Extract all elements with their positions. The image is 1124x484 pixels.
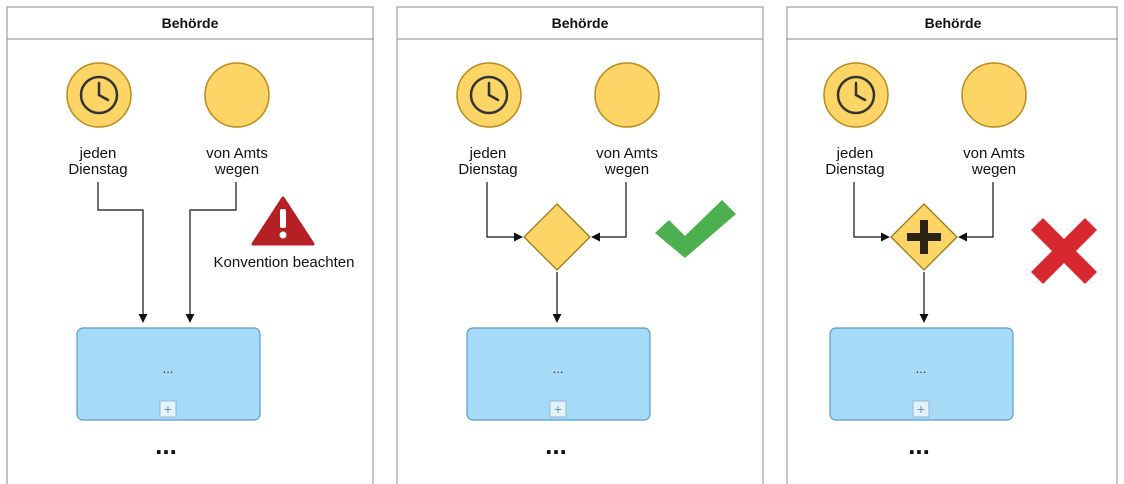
subprocess-task-3[interactable]: ... + (829, 327, 1014, 421)
sequence-flow-timer-to-task[interactable] (97, 182, 148, 323)
plus-icon (907, 220, 941, 254)
panel-1: Behörde jeden Dienstag von Amts wegen Ko… (6, 6, 374, 484)
start-event-label-line-2: wegen (214, 161, 259, 178)
continuation-ellipsis: ... (155, 430, 177, 460)
check-icon (655, 200, 736, 258)
task-label: ... (163, 361, 174, 376)
panel-3: Behörde jeden Dienstag von Amts wegen (786, 6, 1118, 484)
convention-note: Konvention beachten (214, 254, 355, 271)
sequence-flow-start-to-task[interactable] (185, 182, 237, 323)
timer-event-label-line-2: Dienstag (68, 161, 127, 178)
clock-icon (79, 75, 119, 115)
expand-plus-icon: + (917, 401, 925, 417)
start-event-label-line-1: von Amts (963, 145, 1025, 162)
timer-event-label-line-2: Dienstag (458, 161, 517, 178)
continuation-ellipsis: ... (545, 430, 567, 460)
expand-plus-icon: + (554, 401, 562, 417)
clock-icon (469, 75, 509, 115)
cross-icon (1031, 218, 1097, 284)
timer-start-event-1[interactable] (66, 62, 132, 128)
timer-event-label-line-2: Dienstag (825, 161, 884, 178)
start-event-label-line-1: von Amts (206, 145, 268, 162)
pool-1-label: Behörde (162, 15, 219, 31)
exclusive-gateway[interactable] (523, 203, 591, 271)
subprocess-expand-marker[interactable] (159, 400, 177, 418)
parallel-gateway[interactable] (890, 203, 958, 271)
timer-event-label-line-1: jeden (79, 145, 117, 162)
subprocess-task-2[interactable]: ... + (466, 327, 651, 421)
sequence-flow-start-to-gateway[interactable] (591, 182, 627, 242)
pool-2-label: Behörde (552, 15, 609, 31)
timer-event-label-line-1: jeden (836, 145, 874, 162)
panel-2: Behörde jeden Dienstag von Amts wegen ..… (396, 6, 764, 484)
timer-event-label-line-1: jeden (469, 145, 507, 162)
start-event-label-line-2: wegen (971, 161, 1016, 178)
sequence-flow-timer-to-gateway[interactable] (486, 182, 523, 242)
task-label: ... (553, 361, 564, 376)
timer-start-event-3[interactable] (823, 62, 889, 128)
start-event-2[interactable] (594, 62, 660, 128)
warning-icon (251, 196, 315, 246)
start-event-label-line-1: von Amts (596, 145, 658, 162)
expand-plus-icon: + (164, 401, 172, 417)
clock-icon (836, 75, 876, 115)
start-event-3[interactable] (961, 62, 1027, 128)
timer-start-event-2[interactable] (456, 62, 522, 128)
sequence-flow-timer-to-gateway[interactable] (853, 182, 890, 242)
start-event-label-line-2: wegen (604, 161, 649, 178)
task-label: ... (916, 361, 927, 376)
pool-3-label: Behörde (925, 15, 982, 31)
continuation-ellipsis: ... (908, 430, 930, 460)
start-event-1[interactable] (204, 62, 270, 128)
subprocess-expand-marker[interactable] (912, 400, 930, 418)
subprocess-task-1[interactable]: ... + (76, 327, 261, 421)
sequence-flow-start-to-gateway[interactable] (958, 182, 994, 242)
subprocess-expand-marker[interactable] (549, 400, 567, 418)
